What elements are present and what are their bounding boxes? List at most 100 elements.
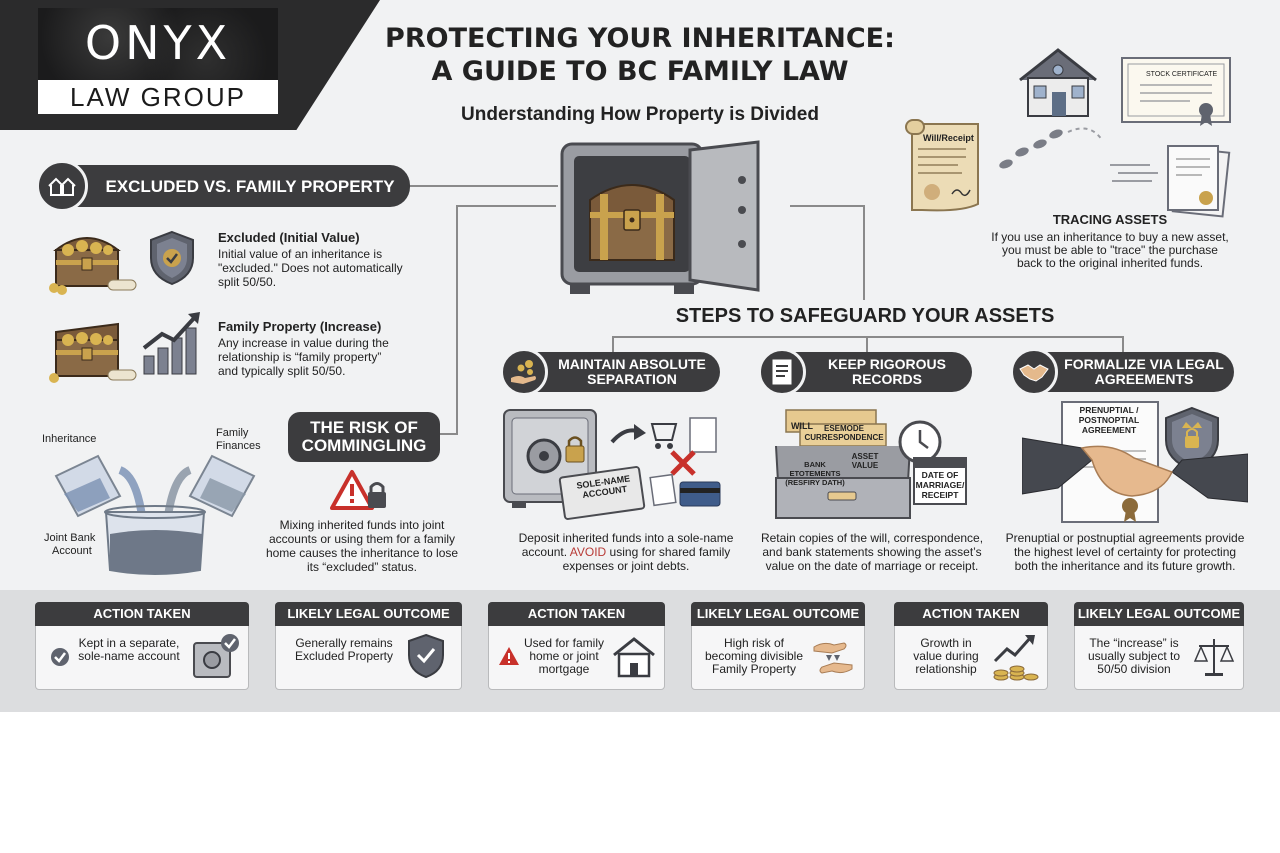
step-header-line: KEEP RIGOROUS [828, 356, 946, 372]
scales-of-justice-icon [1193, 639, 1235, 676]
card-line: sole-name account [78, 649, 180, 663]
outcome-card: LIKELY LEGAL OUTCOME High risk of becomi… [691, 602, 865, 690]
card-header: LIKELY LEGAL OUTCOME [691, 602, 865, 626]
card-line: Excluded Property [294, 649, 394, 663]
label-inheritance: Inheritance [42, 433, 97, 445]
folder-will: WILL [791, 421, 813, 431]
records-body-line: and bank statements showing the asset’s [762, 545, 982, 559]
step-header-line: SEPARATION [587, 371, 677, 387]
label-account: Account [52, 545, 92, 557]
records-body-line: Retain copies of the will, correspondenc… [760, 531, 984, 545]
body-fragment: using for shared family [606, 545, 731, 559]
label-joint-bank: Joint Bank [44, 532, 96, 544]
connector-line [863, 205, 865, 300]
card-line: Family Property [711, 662, 797, 676]
logo-name: ONYX [84, 16, 232, 70]
page-subtitle: Understanding How Property is Divided [461, 104, 819, 125]
connector-line [456, 205, 458, 435]
excluded-body-line: "excluded." Does not automatically [218, 261, 403, 275]
outcome-card: ACTION TAKEN Growth in value during rela… [894, 602, 1048, 690]
risk-header-line: COMMINGLING [301, 436, 427, 455]
connector-line [1122, 336, 1124, 354]
outcome-card: ACTION TAKEN Kept in a separate, sole-na… [35, 602, 249, 690]
folder-label-line: ASSET [851, 452, 879, 461]
card-line: Used for family [523, 636, 605, 650]
folder-correspondence: ESEMODE CURRESPONDENCE [804, 424, 884, 442]
treasure-chest-icon [49, 322, 137, 383]
tracing-assets-title: TRACING ASSETS [1052, 212, 1168, 227]
card-line: Kept in a separate, [78, 636, 180, 650]
card-header: LIKELY LEGAL OUTCOME [1074, 602, 1244, 626]
card-header: ACTION TAKEN [488, 602, 665, 626]
avoid-emphasis: AVOID [569, 545, 607, 559]
folder-label-line: (RESFIRY DATH) [785, 478, 845, 487]
document-icon [758, 348, 806, 396]
shield-check-icon [408, 633, 444, 679]
date-of-marriage-label: DATE OF MARRIAGE/ RECEIPT [914, 470, 966, 500]
commingling-body: Mixing inherited funds into joint accoun… [262, 518, 462, 574]
family-body-line: Any increase in value during the [218, 336, 389, 350]
family-property-title: Family Property (Increase) [218, 319, 382, 334]
connector-line [440, 433, 458, 435]
excluded-title: Excluded (Initial Value) [218, 230, 360, 245]
page-title: PROTECTING YOUR INHERITANCE: A GUIDE TO … [360, 22, 920, 88]
treasure-chest-icon [49, 237, 137, 295]
excluded-body-line: Initial value of an inheritance is [218, 247, 383, 261]
card-line: relationship [915, 662, 977, 676]
family-property-body: Any increase in value during the relatio… [218, 336, 428, 378]
stock-certificate-icon [1121, 57, 1231, 126]
step-header-line: AGREEMENTS [1094, 371, 1194, 387]
hand-coins-icon [500, 348, 548, 396]
step-separation-header: MAINTAIN ABSOLUTE SEPARATION [500, 348, 720, 396]
folder-label-line: VALUE [851, 461, 879, 470]
prenuptial-document-label: PRENUPTIAL / POSTNOPTIAL AGREEMENT [1064, 405, 1154, 435]
growth-chart-icon [142, 312, 200, 375]
label-finances: Finances [216, 440, 261, 452]
family-body-line: and typically split 50/50. [218, 364, 346, 378]
step-agreements-header: FORMALIZE VIA LEGAL AGREEMENTS [1010, 348, 1234, 396]
separation-body-line: Deposit inherited funds into a sole-name [518, 531, 734, 545]
agreements-body-line: Prenuptial or postnuptial agreements pro… [1005, 531, 1245, 545]
agreements-body: Prenuptial or postnuptial agreements pro… [1000, 531, 1250, 573]
safe-check-icon [193, 634, 239, 678]
commingling-body-line: Mixing inherited funds into joint [279, 518, 445, 532]
blank-area [0, 712, 1280, 853]
agreement-handshake-illustration [1022, 401, 1248, 523]
document-label-line: PRENUPTIAL / [1079, 405, 1139, 415]
tracing-body-line: If you use an inheritance to buy a new a… [991, 230, 1229, 244]
card-line: High risk of [723, 636, 785, 650]
house-icon [1019, 48, 1097, 117]
card-header: ACTION TAKEN [894, 602, 1048, 626]
card-header: ACTION TAKEN [35, 602, 249, 626]
houses-icon [36, 160, 88, 212]
records-body-line: value on the date of marriage or receipt… [765, 559, 979, 573]
commingling-body-line: its “excluded” status. [306, 560, 418, 574]
excluded-body: Initial value of an inheritance is "excl… [218, 247, 428, 289]
commingling-body-line: accounts or using them for a family [268, 532, 456, 546]
excluded-vs-family-label: EXCLUDED VS. FAMILY PROPERTY [105, 176, 395, 196]
card-line: usually subject to [1087, 649, 1181, 663]
connector-line [790, 205, 864, 207]
excluded-vs-family-header: EXCLUDED VS. FAMILY PROPERTY [36, 160, 410, 212]
records-file-drawer-illustration [775, 409, 967, 519]
title-line-2: A GUIDE TO BC FAMILY LAW [431, 56, 849, 87]
folder-label-line: CURRESPONDENCE [804, 433, 884, 442]
warning-triangle-icon [499, 647, 519, 665]
card-line: Growth in [920, 636, 972, 650]
certificate-label: STOCK CERTIFICATE [1146, 71, 1218, 78]
connector-line [612, 336, 1124, 338]
house-icon [613, 637, 655, 678]
card-header: LIKELY LEGAL OUTCOME [275, 602, 462, 626]
vault-safe-illustration [560, 140, 760, 294]
card-line: 50/50 division [1097, 662, 1171, 676]
folder-label-line: BANK ETOTEMENTS [789, 460, 841, 478]
hands-dividing-icon [813, 642, 853, 674]
infographic-canvas: ONYX LAW GROUP PROTECTING YOUR INHERITAN… [0, 0, 1280, 712]
folder-asset-value: ASSET VALUE [844, 452, 886, 470]
card-line: becoming divisible [704, 649, 804, 663]
connector-line [612, 336, 614, 354]
separation-body: Deposit inherited funds into a sole-name… [496, 531, 756, 573]
card-line: Generally remains [295, 636, 393, 650]
folder-bank-statements: BANK ETOTEMENTS (RESFIRY DATH) [778, 460, 852, 487]
card-line: value during [913, 649, 979, 663]
